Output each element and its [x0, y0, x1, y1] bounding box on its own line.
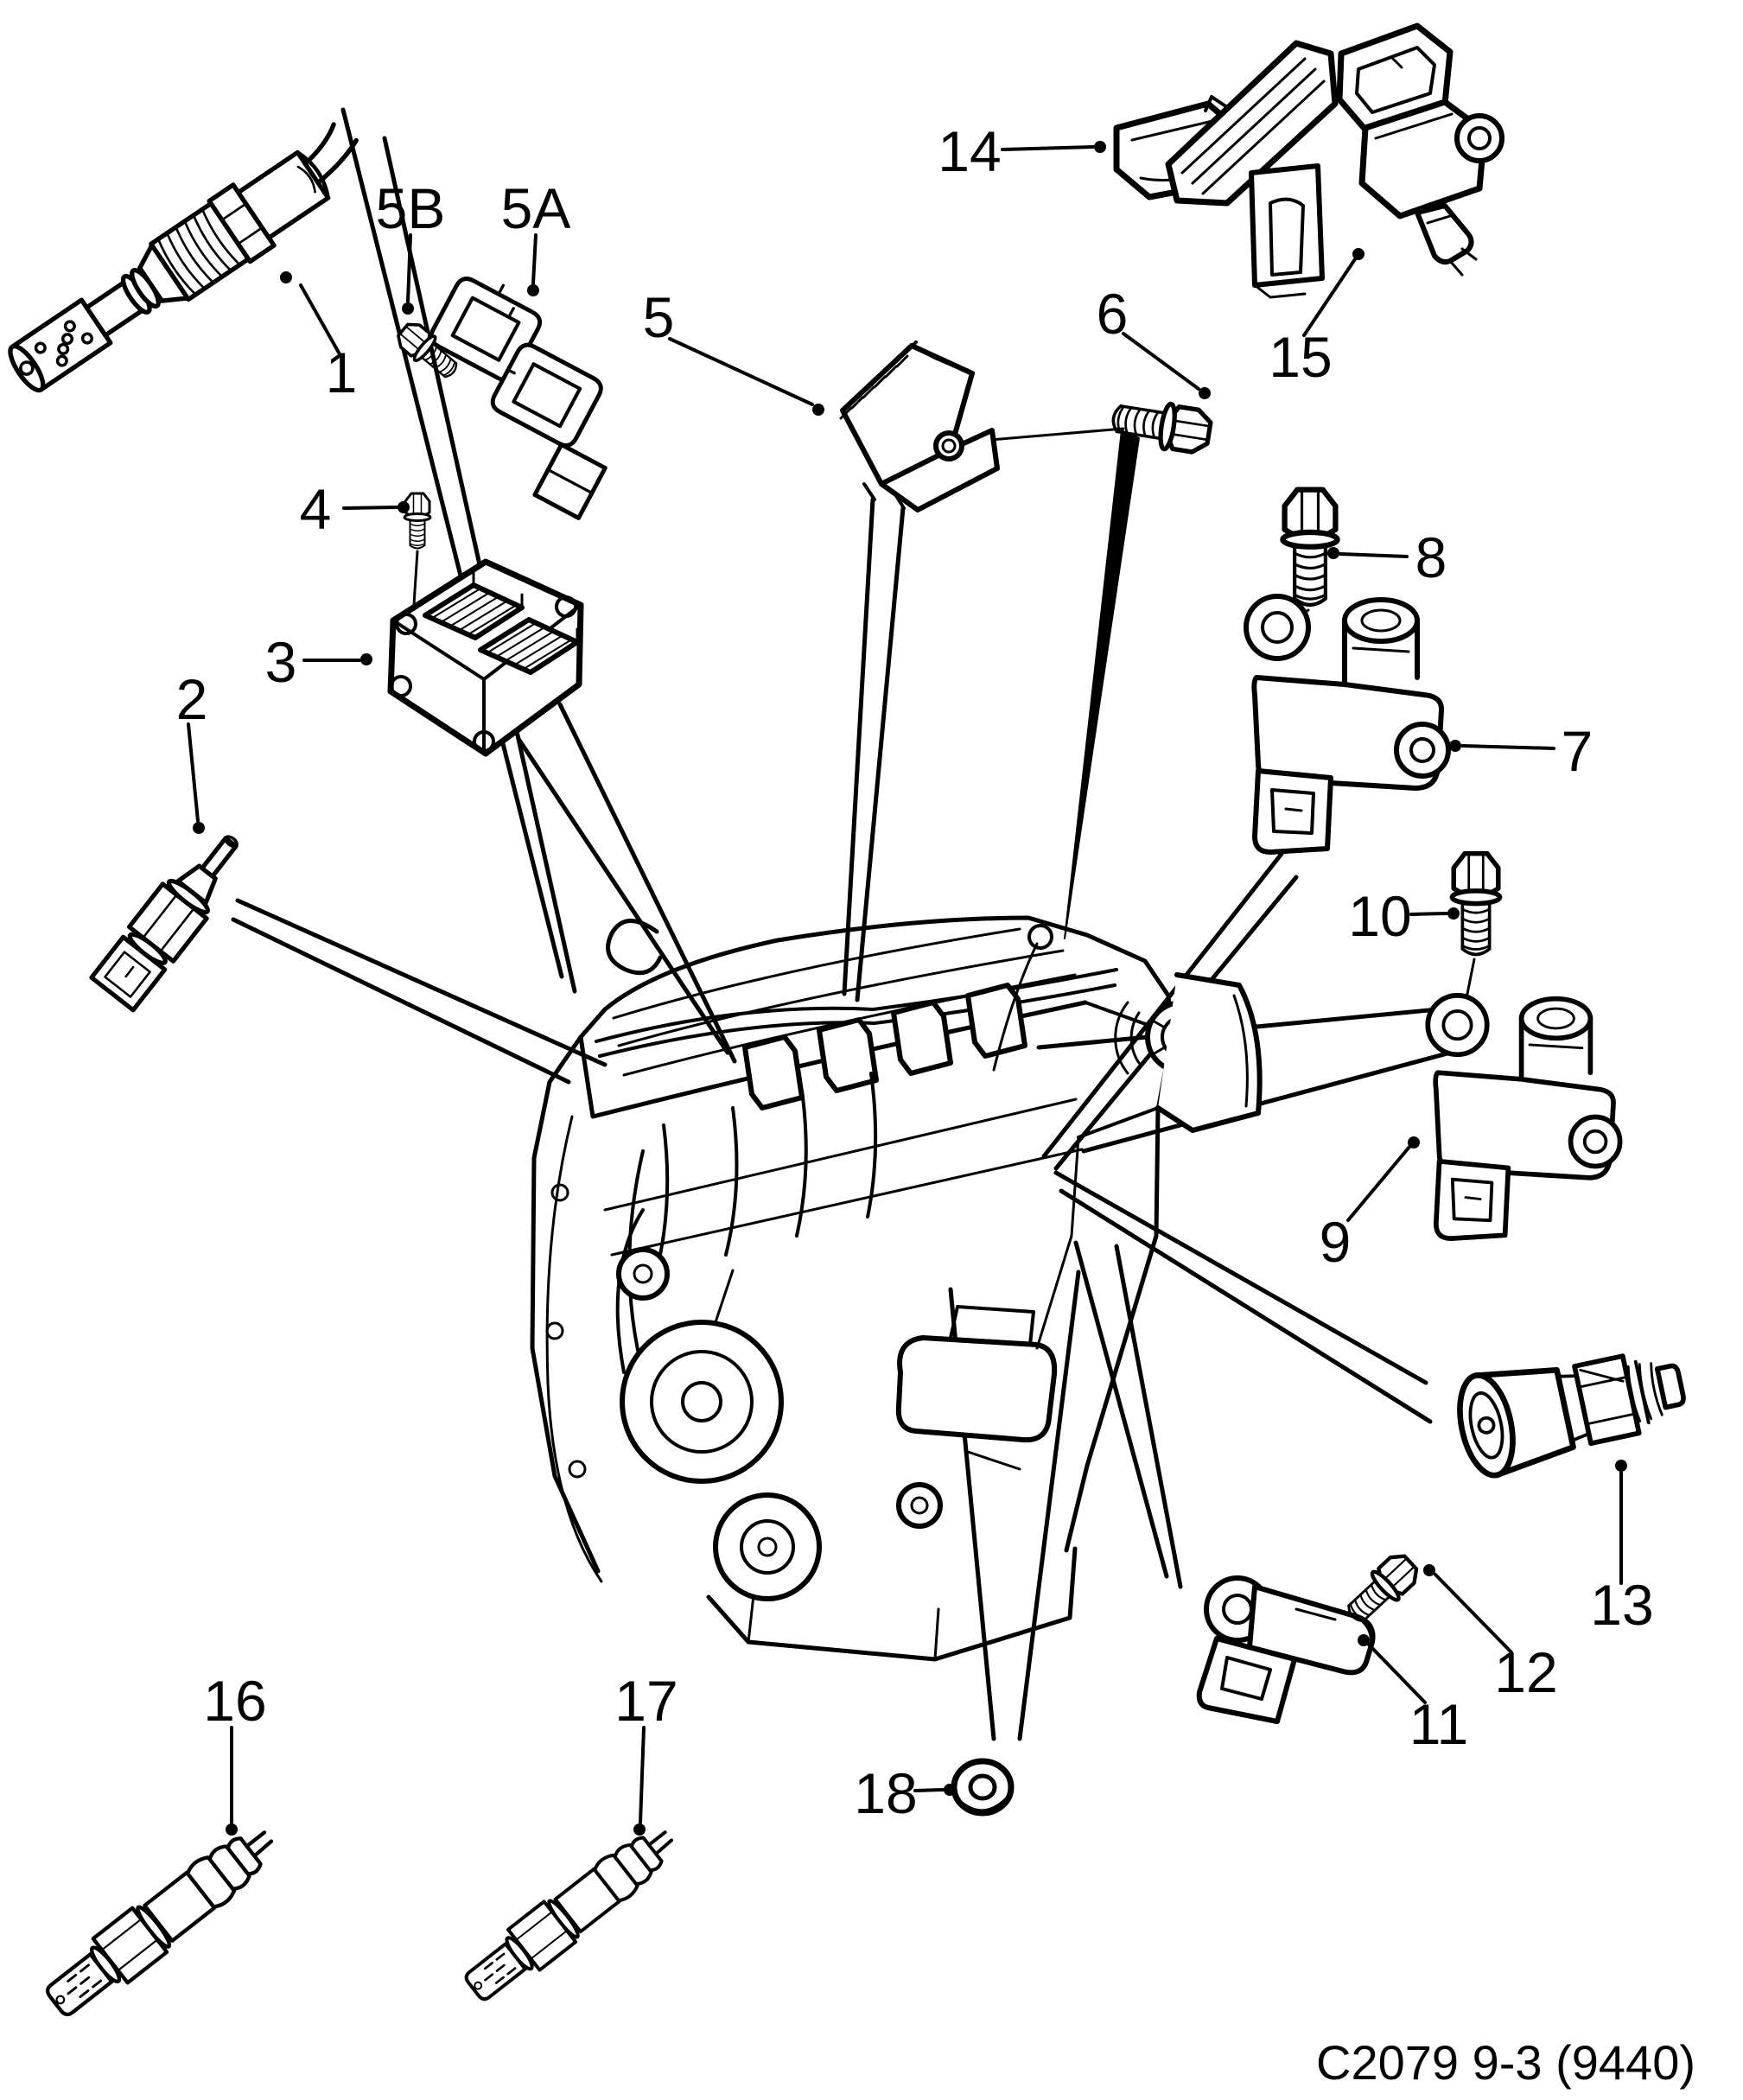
part-label-16: 16 [203, 1669, 266, 1733]
part-label-12: 12 [1494, 1640, 1557, 1704]
part-label-10: 10 [1348, 884, 1411, 948]
part-14-mass-air-flow-sensor [1113, 40, 1339, 299]
part-label-18: 18 [854, 1761, 917, 1825]
part-label-4: 4 [300, 477, 332, 541]
part-9-manifold-pressure-sensor [1428, 996, 1619, 1238]
part-17-oxygen-sensor [455, 1814, 686, 2012]
part-3-engine-control-module [387, 558, 584, 757]
part-11-crankshaft-position-sensor [1196, 1575, 1376, 1724]
part-15-manifold-absolute-pressure-sensor [1336, 22, 1504, 277]
part-12-bolt [1340, 1549, 1423, 1630]
part-label-5a: 5A [501, 176, 571, 240]
part-label-9: 9 [1320, 1210, 1352, 1274]
part-number-labels: 1 2 3 4 5 5A 5B 6 7 8 9 10 11 12 13 14 1… [176, 119, 1654, 1825]
engine-illustration [530, 915, 1263, 1662]
part-label-17: 17 [614, 1669, 677, 1733]
part-4-screw [403, 492, 432, 550]
part-label-3: 3 [265, 630, 297, 694]
part-label-5b: 5B [376, 176, 446, 240]
part-label-13: 13 [1590, 1573, 1653, 1637]
part-label-5: 5 [643, 285, 675, 349]
part-label-2: 2 [176, 667, 208, 731]
part-5a-bracket [429, 277, 608, 520]
label-leader-lines [187, 141, 1627, 1836]
part-10-bolt [1452, 854, 1499, 955]
part-5-pressure-control-module [839, 340, 1000, 512]
part-13-oil-pressure-sensor [1457, 1353, 1686, 1479]
part-16-oxygen-sensor [38, 1816, 285, 2026]
part-8-bolt [1283, 490, 1338, 605]
part-label-14: 14 [938, 119, 1001, 183]
part-label-7: 7 [1562, 719, 1594, 783]
part-label-1: 1 [326, 340, 358, 404]
part-2-coolant-temperature-sensor [89, 835, 239, 1013]
part-label-11: 11 [1409, 1692, 1469, 1756]
diagram-caption: C2079 9-3 (9440) [1316, 2035, 1695, 2090]
part-1-exhaust-temperature-sensor [8, 122, 359, 393]
part-label-6: 6 [1097, 282, 1129, 346]
part-7-camshaft-position-sensor [1246, 596, 1448, 852]
part-label-15: 15 [1269, 325, 1332, 389]
part-18-nut [951, 1758, 1015, 1817]
part-label-8: 8 [1415, 525, 1447, 589]
